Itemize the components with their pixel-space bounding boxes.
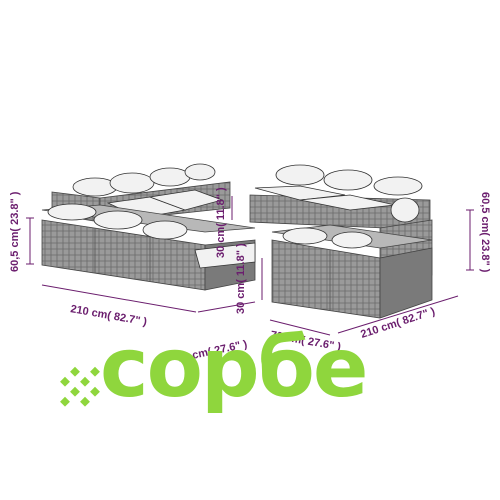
left-arm-height-label: 30 cm( 11.8" ) — [235, 243, 247, 314]
left-dimension-lines — [26, 196, 263, 313]
left-sofa-group — [41, 163, 256, 291]
right-sofa-group — [249, 164, 433, 319]
brand-logo-text: сорбе — [100, 321, 369, 416]
left-height-label: 60,5 cm( 23.8" ) — [9, 191, 21, 272]
left-seat-height-label: 30 cm( 11.8" ) — [215, 187, 227, 258]
right-height-label: 60,5 cm( 23.8" ) — [479, 192, 491, 273]
right-dimension-lines — [269, 209, 474, 336]
logo-mark-icon — [60, 366, 100, 407]
